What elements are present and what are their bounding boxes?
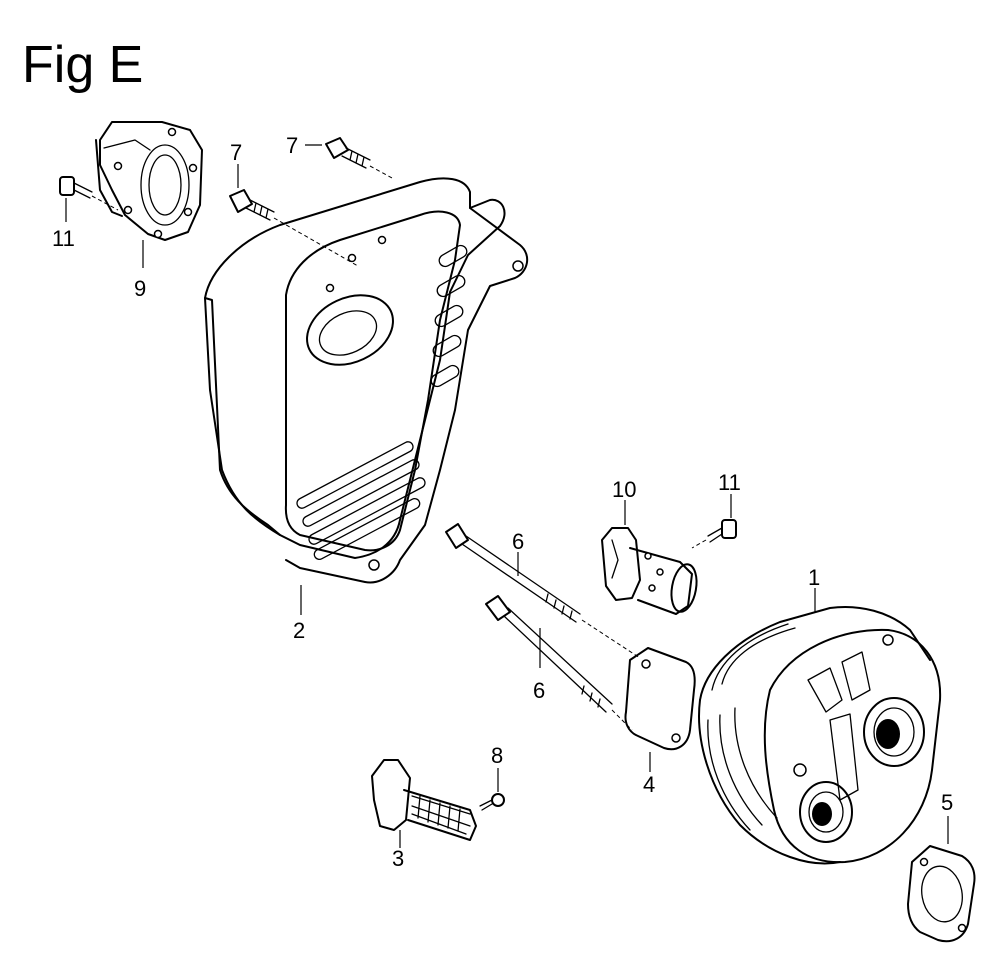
- part-6-stud-bolt-upper: [445, 523, 641, 659]
- part-10-spark-arrester: [601, 527, 698, 615]
- callout-7-left: 7: [230, 140, 242, 165]
- figure-title: Fig E: [22, 36, 143, 94]
- part-11-bolt-upper: [59, 176, 119, 211]
- part-7-bolt-a: [325, 137, 393, 179]
- part-8-screw: [479, 793, 505, 811]
- callout-11-upper: 11: [52, 226, 75, 251]
- part-1-muffler: [698, 606, 942, 865]
- part-7-bolt-b: [229, 189, 359, 267]
- callout-3: 3: [392, 846, 404, 871]
- part-6-stud-bolt-lower: [485, 595, 633, 731]
- part-2-muffler-protector: [204, 177, 529, 584]
- part-5-small-gasket: [907, 845, 976, 943]
- callout-2: 2: [293, 618, 305, 643]
- part-3-screen: [371, 759, 477, 841]
- part-11-bolt-lower: [691, 519, 737, 549]
- callout-6-lower: 6: [533, 678, 545, 703]
- part-9-outlet-cover: [95, 121, 203, 241]
- callout-4: 4: [643, 772, 655, 797]
- callout-1: 1: [808, 565, 820, 590]
- part-4-gasket: [624, 647, 696, 751]
- callout-9: 9: [134, 276, 146, 301]
- callout-11-lower: 11: [718, 470, 741, 495]
- callout-6-upper: 6: [512, 529, 524, 554]
- callout-7-right: 7: [286, 133, 298, 158]
- callout-5: 5: [941, 790, 953, 815]
- callout-8: 8: [491, 743, 503, 768]
- callout-10: 10: [612, 477, 636, 502]
